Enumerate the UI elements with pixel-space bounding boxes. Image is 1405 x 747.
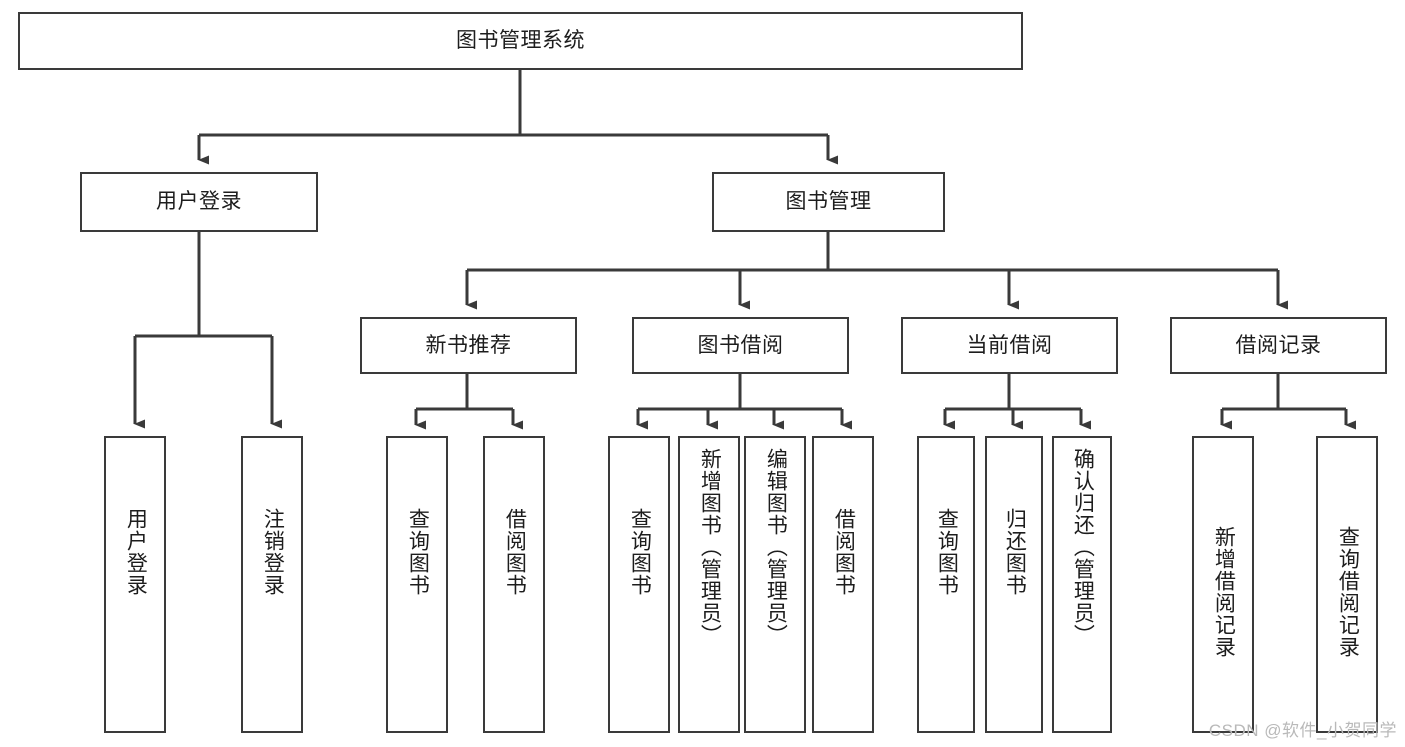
node-label-leaf-add-record: 新增借阅记录 — [1212, 526, 1236, 658]
node-leaf-query-book-3[interactable]: 查询图书 — [917, 436, 975, 733]
node-label-user-login: 用户登录 — [156, 190, 242, 214]
node-label-leaf-query-book-2: 查询图书 — [628, 508, 652, 596]
node-leaf-user-login[interactable]: 用户登录 — [104, 436, 166, 733]
node-book-mgmt[interactable]: 图书管理 — [712, 172, 945, 232]
node-label-leaf-user-login: 用户登录 — [124, 508, 148, 596]
node-label-leaf-add-book-admin: 新增图书（管理员） — [698, 448, 722, 646]
node-leaf-query-book-1[interactable]: 查询图书 — [386, 436, 448, 733]
node-book-borrow[interactable]: 图书借阅 — [632, 317, 849, 374]
node-leaf-query-record[interactable]: 查询借阅记录 — [1316, 436, 1378, 733]
node-label-root: 图书管理系统 — [456, 29, 585, 53]
node-user-login[interactable]: 用户登录 — [80, 172, 318, 232]
node-borrow-record[interactable]: 借阅记录 — [1170, 317, 1387, 374]
node-label-borrow-record: 借阅记录 — [1235, 333, 1322, 357]
node-label-leaf-query-record: 查询借阅记录 — [1336, 526, 1360, 658]
node-label-leaf-borrow-book-2: 借阅图书 — [832, 508, 856, 596]
node-new-book-rec[interactable]: 新书推荐 — [360, 317, 577, 374]
node-label-book-borrow: 图书借阅 — [697, 333, 784, 357]
node-label-leaf-user-logout: 注销登录 — [261, 508, 285, 596]
node-leaf-borrow-book-1[interactable]: 借阅图书 — [483, 436, 545, 733]
node-root[interactable]: 图书管理系统 — [18, 12, 1023, 70]
node-label-leaf-query-book-1: 查询图书 — [406, 508, 430, 596]
node-label-book-mgmt: 图书管理 — [785, 190, 872, 214]
node-label-new-book-rec: 新书推荐 — [425, 333, 512, 357]
node-label-current-borrow: 当前借阅 — [966, 333, 1053, 357]
node-label-leaf-query-book-3: 查询图书 — [935, 508, 959, 596]
node-leaf-user-logout[interactable]: 注销登录 — [241, 436, 303, 733]
watermark-credit: CSDN @软件_小贺同学 — [1208, 721, 1397, 740]
node-leaf-add-book-admin[interactable]: 新增图书（管理员） — [678, 436, 740, 733]
node-current-borrow[interactable]: 当前借阅 — [901, 317, 1118, 374]
node-leaf-edit-book-admin[interactable]: 编辑图书（管理员） — [744, 436, 806, 733]
node-label-leaf-return-book: 归还图书 — [1003, 508, 1027, 596]
node-label-leaf-borrow-book-1: 借阅图书 — [503, 508, 527, 596]
node-leaf-borrow-book-2[interactable]: 借阅图书 — [812, 436, 874, 733]
node-leaf-confirm-return[interactable]: 确认归还（管理员） — [1052, 436, 1112, 733]
node-label-leaf-confirm-return: 确认归还（管理员） — [1071, 448, 1095, 646]
node-leaf-query-book-2[interactable]: 查询图书 — [608, 436, 670, 733]
node-label-leaf-edit-book-admin: 编辑图书（管理员） — [764, 448, 788, 646]
node-leaf-add-record[interactable]: 新增借阅记录 — [1192, 436, 1254, 733]
node-leaf-return-book[interactable]: 归还图书 — [985, 436, 1043, 733]
